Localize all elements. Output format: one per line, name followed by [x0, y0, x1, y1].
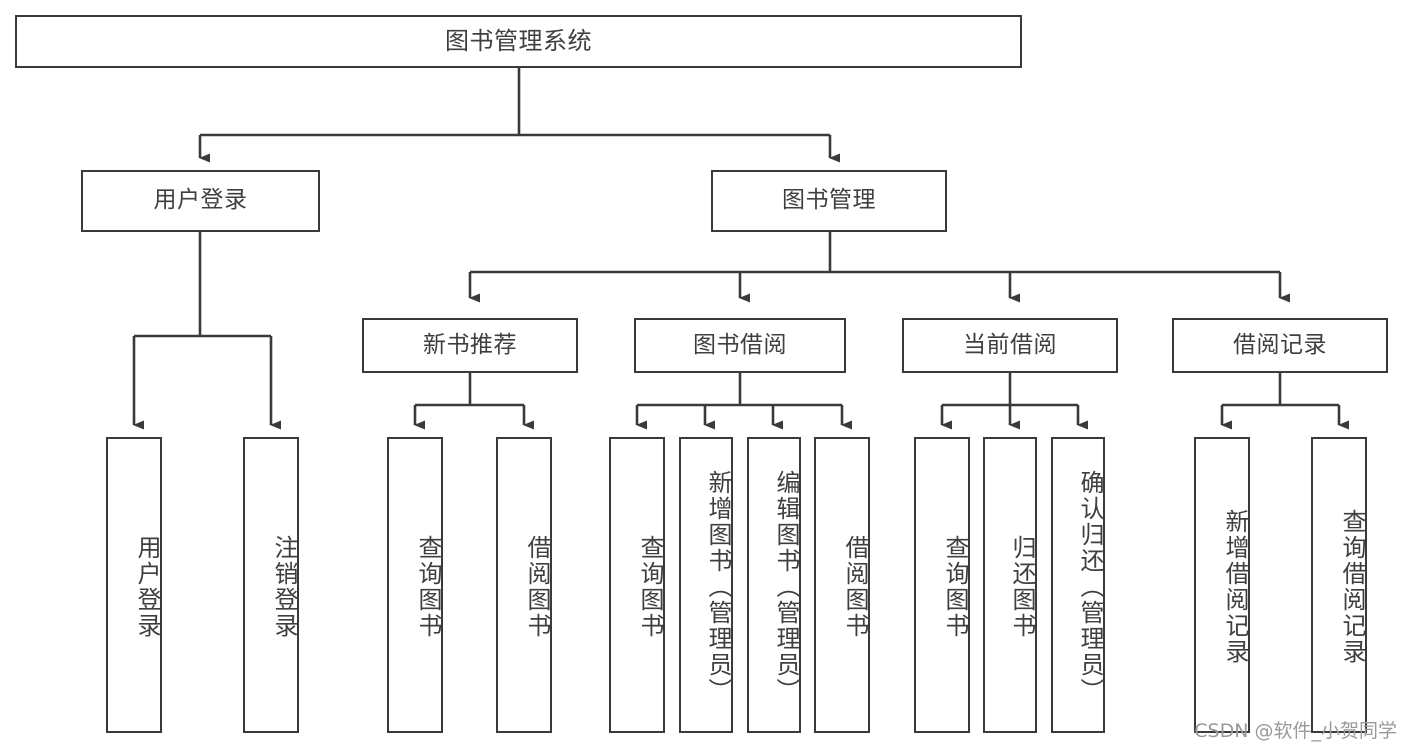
node-label: 新书推荐: [423, 331, 517, 358]
node-current-borrow[interactable]: 当前借阅: [902, 318, 1118, 373]
leaf-new-book-query-book[interactable]: 查询图书: [387, 437, 443, 733]
node-label: 用户登录: [133, 535, 161, 639]
node-label: 确认归还（管理员）: [1076, 470, 1104, 704]
node-label: 查询图书: [414, 535, 442, 639]
node-label: 归还图书: [1008, 535, 1036, 639]
node-label: 借阅图书: [841, 535, 869, 639]
node-label: 编辑图书（管理员）: [772, 470, 800, 704]
leaf-current-confirm-return-admin[interactable]: 确认归还（管理员）: [1051, 437, 1105, 733]
node-label: 查询借阅记录: [1338, 509, 1366, 665]
node-label: 新增图书（管理员）: [704, 470, 732, 704]
node-book-borrow[interactable]: 图书借阅: [634, 318, 846, 373]
node-label: 注销登录: [270, 535, 298, 639]
watermark: CSDN @软件_小贺同学: [1194, 720, 1397, 742]
node-borrow-record[interactable]: 借阅记录: [1172, 318, 1388, 373]
leaf-user-login[interactable]: 用户登录: [106, 437, 162, 733]
leaf-user-logout[interactable]: 注销登录: [243, 437, 299, 733]
node-label: 图书管理: [782, 187, 876, 214]
node-label: 图书管理系统: [445, 27, 592, 56]
node-label: 查询图书: [636, 535, 664, 639]
node-label: 新增借阅记录: [1221, 509, 1249, 665]
leaf-borrow-borrow-book[interactable]: 借阅图书: [814, 437, 870, 733]
node-label: 借阅记录: [1233, 331, 1327, 358]
leaf-current-query-book[interactable]: 查询图书: [914, 437, 970, 733]
leaf-borrow-edit-book-admin[interactable]: 编辑图书（管理员）: [747, 437, 801, 733]
node-new-book-recommend[interactable]: 新书推荐: [362, 318, 578, 373]
leaf-record-query-borrow-record[interactable]: 查询借阅记录: [1311, 437, 1367, 733]
leaf-new-book-borrow-book[interactable]: 借阅图书: [496, 437, 552, 733]
node-label: 当前借阅: [963, 331, 1057, 358]
leaf-current-return-book[interactable]: 归还图书: [983, 437, 1037, 733]
node-label: 用户登录: [153, 187, 248, 214]
node-label: 查询图书: [941, 535, 969, 639]
leaf-borrow-query-book[interactable]: 查询图书: [609, 437, 665, 733]
node-label: 图书借阅: [693, 331, 787, 358]
node-book-management[interactable]: 图书管理: [711, 170, 947, 232]
node-user-login[interactable]: 用户登录: [81, 170, 320, 232]
leaf-record-add-borrow-record[interactable]: 新增借阅记录: [1194, 437, 1250, 733]
node-label: 借阅图书: [523, 535, 551, 639]
node-root-book-management-system[interactable]: 图书管理系统: [15, 15, 1022, 68]
leaf-borrow-add-book-admin[interactable]: 新增图书（管理员）: [679, 437, 733, 733]
